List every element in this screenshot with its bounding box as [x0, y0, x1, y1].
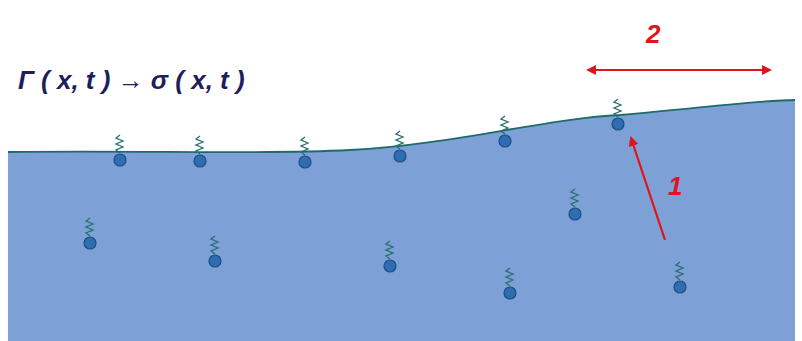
surface-tension-formula: Γ ( x, t ) → σ ( x, t ) [18, 66, 245, 95]
callout-number: 2 [646, 20, 660, 49]
surface-molecules [114, 99, 624, 168]
liquid-surface [8, 100, 795, 152]
surface-transport-arrow [588, 69, 770, 71]
callout-number: 1 [668, 172, 682, 201]
liquid-bulk [8, 100, 795, 341]
bulk-molecules [84, 189, 686, 299]
adsorption-arrow [631, 138, 665, 240]
